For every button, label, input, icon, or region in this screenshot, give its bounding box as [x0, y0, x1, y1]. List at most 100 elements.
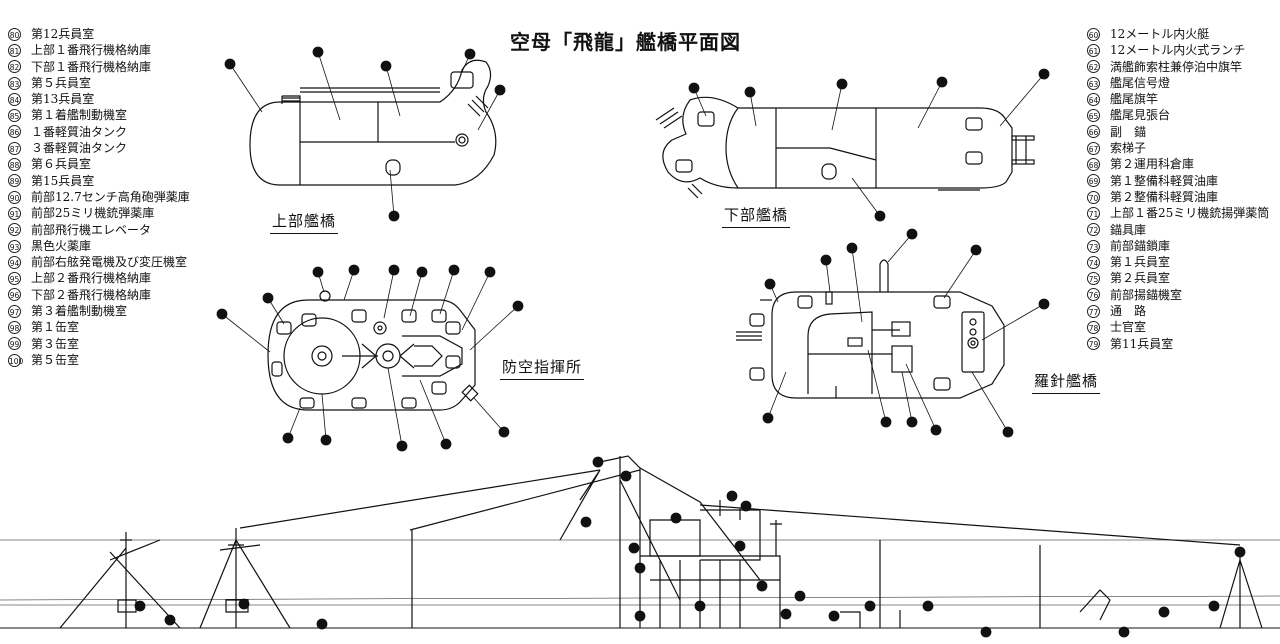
legend-text: 錨具庫 [1110, 222, 1147, 237]
legend-number: 66 [1087, 125, 1100, 139]
legend-number: 86 [8, 125, 21, 139]
legend-text: 満艦飾索柱兼停泊中旗竿 [1110, 59, 1243, 74]
aa-callouts [216, 264, 524, 452]
legend-number: 79 [1087, 337, 1100, 351]
callout-markers [134, 46, 1246, 638]
legend-number: 68 [1087, 158, 1100, 172]
upper-callouts [224, 46, 506, 222]
legend-text: 上部１番飛行機格納庫 [31, 43, 152, 58]
legend-item: 67 索梯子 [1087, 140, 1269, 156]
legend-number: 88 [8, 158, 21, 172]
legend-item: 85 第１着艦制動機室 [8, 107, 190, 123]
legend-number: 73 [1087, 239, 1100, 253]
legend-number: 62 [1087, 60, 1100, 74]
legend-number: 72 [1087, 223, 1100, 237]
legend-number: 99 [8, 337, 21, 351]
legend-number: 91 [8, 206, 21, 220]
legend-item: 76 前部揚錨機室 [1087, 287, 1269, 303]
legend-text: 下部１番飛行機格納庫 [31, 59, 152, 74]
legend-text: 第１着艦制動機室 [31, 108, 128, 123]
legend-number: 87 [8, 141, 21, 155]
legend-text: 副 錨 [1110, 124, 1147, 139]
legend-text: 第１整備科軽質油庫 [1110, 173, 1219, 188]
legend-number: 97 [8, 304, 21, 318]
legend-text: 索梯子 [1110, 141, 1147, 156]
legend-number: 98 [8, 320, 21, 334]
legend-text: 前部25ミリ機銃弾薬庫 [31, 206, 155, 221]
legend-number: 78 [1087, 320, 1100, 334]
legend-text: 前部12.7センチ高角砲弾薬庫 [31, 189, 190, 204]
legend-text: 第２運用科倉庫 [1110, 157, 1195, 172]
legend-item: 89 第15兵員室 [8, 173, 190, 189]
side-elevation [0, 455, 1280, 629]
legend-number: 70 [1087, 190, 1100, 204]
legend-item: 66 副 錨 [1087, 124, 1269, 140]
legend-text: 前部飛行機エレベータ [31, 222, 152, 237]
legend-item: 97 第３着艦制動機室 [8, 303, 190, 319]
legend-text: 通 路 [1110, 304, 1147, 319]
legend-text: 上部２番飛行機格納庫 [31, 271, 152, 286]
legend-item: 68 第２運用科倉庫 [1087, 156, 1269, 172]
legend-number: 61 [1087, 43, 1100, 57]
legend-number: 69 [1087, 174, 1100, 188]
legend-number: 100 [8, 353, 23, 367]
legend-number: 92 [8, 223, 21, 237]
legend-item: 83 第５兵員室 [8, 75, 190, 91]
legend-number: 83 [8, 76, 21, 90]
legend-number: 77 [1087, 304, 1100, 318]
legend-number: 74 [1087, 255, 1100, 269]
legend-number: 71 [1087, 206, 1100, 220]
legend-item: 63 艦尾信号燈 [1087, 75, 1269, 91]
legend-text: 前部右舷発電機及び変圧機室 [31, 255, 188, 270]
legend-number: 76 [1087, 288, 1100, 302]
legend-text: 第５兵員室 [31, 75, 92, 90]
legend-number: 85 [8, 109, 21, 123]
legend-number: 80 [8, 27, 21, 41]
legend-item: 91 前部25ミリ機銃弾薬庫 [8, 205, 190, 221]
legend-text: 第15兵員室 [31, 173, 95, 188]
lower-callouts [688, 68, 1050, 222]
legend-text: 第３着艦制動機室 [31, 304, 128, 319]
legend-text: 艦尾信号燈 [1110, 75, 1171, 90]
legend-number: 89 [8, 174, 21, 188]
diagram-title: 空母「飛龍」艦橋平面図 [510, 30, 741, 54]
legend-number: 93 [8, 239, 21, 253]
legend-text: 第２兵員室 [1110, 271, 1171, 286]
legend-item: 77 通 路 [1087, 303, 1269, 319]
legend-text: 第６兵員室 [31, 157, 92, 172]
legend-item: 72 錨具庫 [1087, 222, 1269, 238]
legend-number: 67 [1087, 141, 1100, 155]
compass-callouts [762, 228, 1050, 438]
legend-item: 98 第１缶室 [8, 319, 190, 335]
legend-number: 63 [1087, 76, 1100, 90]
legend-number: 81 [8, 43, 21, 57]
legend-number: 60 [1087, 27, 1100, 41]
legend-number: 64 [1087, 92, 1100, 106]
legend-number: 94 [8, 255, 21, 269]
legend-number: 95 [8, 272, 21, 286]
legend-text: 前部揚錨機室 [1110, 287, 1183, 302]
legend-text: 第２整備科軽質油庫 [1110, 189, 1219, 204]
legend-text: 第１兵員室 [1110, 255, 1171, 270]
legend-text: 第１缶室 [31, 320, 80, 335]
legend-text: 下部２番飛行機格納庫 [31, 287, 152, 302]
aa-command-plan [267, 290, 479, 411]
upper-bridge-plan [249, 59, 497, 186]
legend-text: 艦尾見張台 [1110, 108, 1171, 123]
legend-text: 士官室 [1110, 320, 1147, 335]
